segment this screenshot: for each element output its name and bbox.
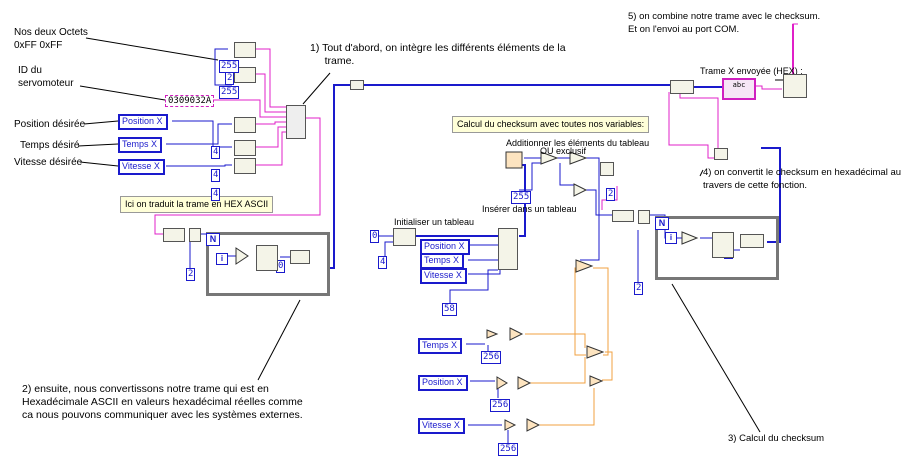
trame-indicator: abc <box>722 78 756 100</box>
loop-iteration-terminal: i <box>216 253 228 265</box>
byte-array-node-1[interactable] <box>234 42 256 58</box>
label-xor: OU exclusif <box>540 146 587 156</box>
const-4-init[interactable]: 4 <box>378 256 388 269</box>
temps-control-1[interactable]: Temps X <box>118 137 163 153</box>
const-2-loop1[interactable]: 2 <box>186 268 196 281</box>
vitesse-control-1[interactable]: Vitesse X <box>118 159 165 175</box>
annotation-step1: 1) Tout d'abord, on intègre les différen… <box>310 42 566 67</box>
for-loop-checksum[interactable] <box>655 216 779 280</box>
const-256-a[interactable]: 256 <box>481 351 502 364</box>
hex-to-number-node-loop1[interactable] <box>290 250 310 264</box>
const-255-b[interactable]: 255 <box>219 86 240 99</box>
build-array-node-loop1[interactable] <box>256 245 278 271</box>
label-init-array: Initialiser un tableau <box>394 217 475 227</box>
for-loop-hex-conversion[interactable] <box>206 232 330 296</box>
const-255-xor[interactable]: 255 <box>511 191 532 204</box>
const-256-c[interactable]: 256 <box>498 443 519 456</box>
servo-id-constant[interactable]: 0309032A <box>165 95 215 107</box>
loop-count-terminal: N <box>206 233 220 246</box>
const-256-b[interactable]: 256 <box>490 399 511 412</box>
comment-checksum-calc: Calcul du checksum avec toutes nos varia… <box>452 116 650 133</box>
visa-write-node[interactable] <box>783 74 807 98</box>
vitesse-control-3[interactable]: Vitesse X <box>418 418 465 434</box>
hex-convert-node-temps[interactable] <box>234 140 256 156</box>
annotation-step5: 5) on combine notre trame avec le checks… <box>628 11 821 35</box>
label-sum-array: Additionner les éléments du tableau <box>506 138 650 148</box>
position-control-1[interactable]: Position X <box>118 114 168 130</box>
loop-count-terminal-2: N <box>655 217 669 230</box>
annotation-step4: 4) on convertit le checksum en hexadécim… <box>703 167 902 191</box>
insert-into-array-node[interactable] <box>498 228 518 270</box>
byte-array-node-2[interactable] <box>234 67 256 83</box>
const-4-a[interactable]: 4 <box>211 146 221 159</box>
annotation-octets: Nos deux Octets 0xFF 0xFF <box>14 27 88 51</box>
annotation-step3: 3) Calcul du checksum <box>728 433 825 444</box>
hex-convert-node-position[interactable] <box>234 117 256 133</box>
const-0-init[interactable]: 0 <box>370 230 380 243</box>
const-2-right[interactable]: 2 <box>606 188 616 201</box>
annotation-vitesse: Vitesse désirée <box>14 157 83 168</box>
concatenate-strings-node[interactable] <box>286 105 306 139</box>
string-subset-node[interactable] <box>163 228 185 242</box>
const-2-a[interactable]: 2 <box>225 72 235 85</box>
const-2-loop2[interactable]: 2 <box>634 282 644 295</box>
annotation-step2: 2) ensuite, nous convertissons notre tra… <box>22 383 303 421</box>
annotation-temps: Temps désiré <box>20 140 80 151</box>
hex-to-number-node-loop2[interactable] <box>740 234 764 248</box>
split-node-right[interactable] <box>638 210 650 224</box>
label-insert-array: Insérer dans un tableau <box>482 204 577 214</box>
string-subset-node-2[interactable] <box>612 210 634 222</box>
build-array-node-loop2[interactable] <box>712 232 734 258</box>
array-to-string-node-top[interactable] <box>350 80 364 90</box>
comment-hex-ascii: Ici on traduit la trame en HEX ASCII <box>120 196 274 213</box>
position-control-3[interactable]: Position X <box>418 375 468 391</box>
concatenate-node-top-right[interactable] <box>670 80 694 94</box>
initialize-array-node[interactable] <box>393 228 416 246</box>
const-4-c[interactable]: 4 <box>211 188 221 201</box>
temps-control-3[interactable]: Temps X <box>418 338 463 354</box>
loop-iteration-terminal-2: i <box>665 232 677 244</box>
const-255-a[interactable]: 255 <box>219 60 240 73</box>
annotation-servo-id: ID du servomoteur <box>18 65 74 89</box>
hex-convert-node-vitesse[interactable] <box>234 158 256 174</box>
annotation-position: Position désirée <box>14 119 86 130</box>
select-node-right[interactable] <box>600 162 614 176</box>
split-node-left[interactable] <box>189 228 201 242</box>
const-4-b[interactable]: 4 <box>211 169 221 182</box>
temps-control-2[interactable]: Temps X <box>420 253 465 269</box>
vitesse-control-2[interactable]: Vitesse X <box>420 268 467 284</box>
hex-convert-node-checksum[interactable] <box>714 148 728 160</box>
label-trame-sent: Trame X envoyée (HEX) : <box>700 66 803 76</box>
const-58[interactable]: 58 <box>442 303 457 316</box>
